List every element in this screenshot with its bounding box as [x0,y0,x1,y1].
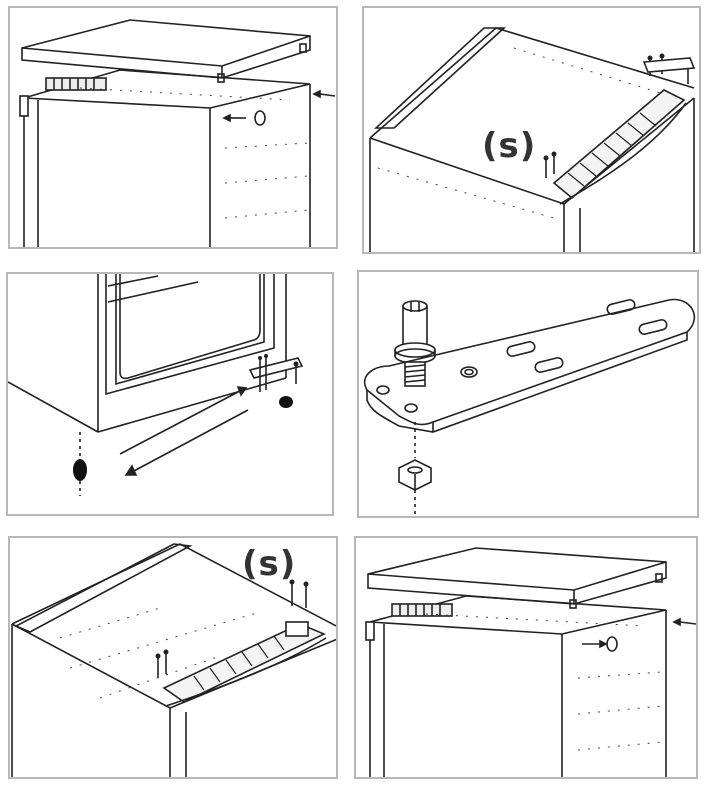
panel-hinge-screws: (s) [362,6,701,254]
reattach-hinge-illustration [11,543,336,777]
bottom-hinge-illustration [8,274,304,496]
hinge-pin-nut-illustration [364,298,696,516]
fridge-top-lid-illustration [19,19,336,247]
refit-top-lid-illustration [365,547,696,777]
screw-callout-label: (s) [242,544,297,584]
hinge-screw-illustration [369,27,696,252]
panel-reattach-hinge: (s) [8,536,338,779]
panel-refit-top-lid [354,536,698,779]
panel-hinge-pin-detail [357,270,699,518]
panel-bottom-hinge [6,272,334,516]
panel-remove-top-lid [8,6,338,249]
screw-callout-label: (s) [482,126,537,166]
